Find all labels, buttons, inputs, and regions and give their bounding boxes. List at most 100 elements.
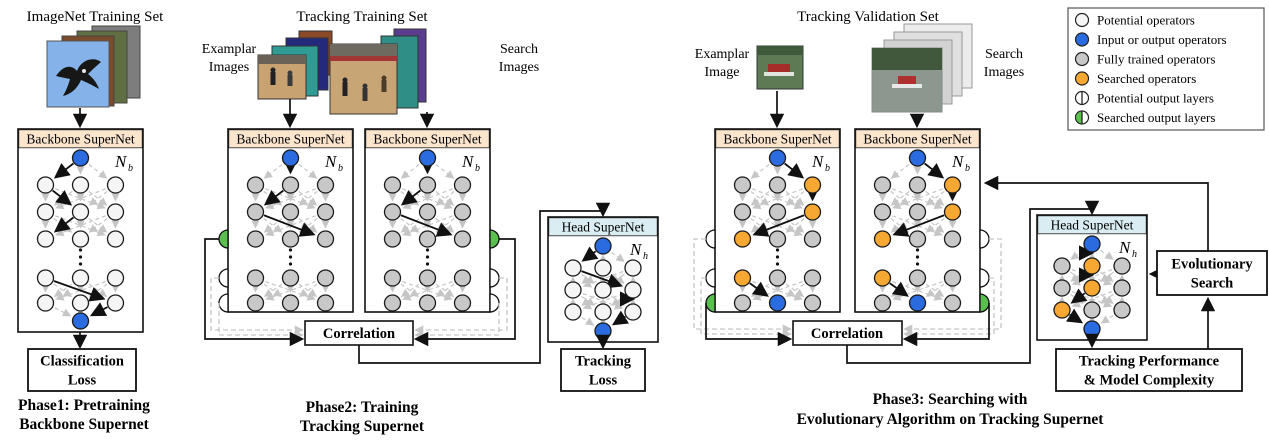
trained-operator-node: [733, 294, 752, 312]
trained-operator-node: [316, 203, 335, 221]
tree-band: [757, 46, 803, 55]
trained-operator-node: [768, 203, 787, 221]
dashed-feature-route: [693, 238, 792, 334]
trained-operator-node: [1053, 279, 1071, 297]
trained-operator-node: [803, 269, 822, 287]
trained-operator-node: [1113, 301, 1131, 319]
searched-operator-node: [873, 269, 892, 287]
selected-connection: [53, 162, 74, 179]
candidate-connection: [265, 215, 316, 237]
io-operator-node: [71, 312, 90, 330]
boat-figure: [898, 76, 916, 84]
trained-operator-node: [281, 203, 300, 221]
tracking-loss-label: Tracking: [575, 354, 632, 370]
potential-output-layer: [218, 268, 229, 288]
phase3-backbone-supernet-examplar-symbol: N: [811, 152, 825, 171]
dashed-feature-route: [700, 277, 792, 339]
phase3-backbone-supernet-examplar-symbol-sub: b: [825, 163, 830, 174]
selected-connection: [53, 216, 74, 233]
boat-wake: [892, 84, 922, 88]
trained-operator-node: [316, 176, 335, 194]
ellipsis-dot: [915, 255, 920, 259]
trained-operator-node: [1083, 301, 1101, 319]
searched-operator-node: [733, 230, 752, 248]
trained-operator-node: [733, 176, 752, 194]
ellipsis-dot: [425, 248, 430, 252]
phase3-examplar-image: [756, 45, 804, 90]
tracking-loss-box: [560, 348, 646, 392]
trained-operator-node: [281, 294, 300, 312]
phase2-search-label2: Images: [499, 60, 539, 75]
searched-operator-node: [1083, 279, 1101, 297]
phase1-backbone-supernet-symbol-sub: b: [128, 163, 133, 174]
trained-operator-node: [281, 269, 300, 287]
selected-connection: [924, 162, 945, 179]
court-banner: [330, 56, 397, 61]
phase1-title: ImageNet Training Set: [27, 9, 164, 25]
trained-operator-node: [246, 176, 265, 194]
candidate-connection: [1100, 293, 1114, 304]
candidate-connection: [750, 190, 770, 206]
legend-label: Searched output layers: [1097, 110, 1215, 125]
potential-operator-node: [624, 303, 642, 321]
candidate-connection: [88, 163, 108, 179]
candidate-connection: [925, 190, 945, 206]
potential-operator-node: [564, 281, 582, 299]
ellipsis-dot: [425, 262, 430, 266]
trained-operator-node: [733, 203, 752, 221]
trained-operator-node: [383, 203, 402, 221]
trained-operator-node: [453, 294, 472, 312]
selected-connection: [581, 270, 623, 289]
phase3-caption: Phase3: Searching with: [873, 391, 1028, 408]
evolutionary-search-label: Evolutionary: [1171, 257, 1253, 273]
selected-connection: [889, 281, 909, 297]
trained-operator-node: [418, 176, 437, 194]
candidate-connection: [54, 307, 72, 317]
trained-operator-node: [1113, 279, 1131, 297]
candidate-connection: [785, 217, 805, 233]
phase3-caption2: Evolutionary Algorithm on Tracking Super…: [797, 411, 1105, 428]
trained-operator-node: [943, 269, 962, 287]
trained-operator-node: [1113, 257, 1131, 275]
trained-operator-node: [908, 230, 927, 248]
selected-connection: [400, 214, 453, 237]
io-operator-node: [594, 322, 612, 340]
ellipsis-dot: [288, 248, 293, 252]
candidate-connection: [611, 295, 625, 306]
phase3-examplar-label2: Image: [705, 65, 740, 80]
phase3-examplar-label: Examplar: [695, 47, 750, 62]
selected-connection: [90, 302, 108, 317]
potential-operator-node: [71, 176, 90, 194]
candidate-connection: [581, 317, 595, 326]
trained-operator-node: [803, 230, 822, 248]
trained-operator-node: [908, 203, 927, 221]
correlation-to-head-line: [358, 202, 611, 364]
phase2-backbone-supernet-examplar-title: Backbone SuperNet: [236, 132, 345, 147]
phase2-correlation-label: Correlation: [323, 326, 395, 342]
phase3-backbone-supernet-search-title: Backbone SuperNet: [863, 132, 972, 147]
trained-operator-node: [316, 294, 335, 312]
candidate-connection: [785, 283, 805, 298]
candidate-connection: [435, 163, 455, 179]
evolutionary-search-label2: Search: [1191, 276, 1233, 292]
potential-operator-node: [594, 259, 612, 277]
player-figure: [287, 75, 293, 86]
phase2-search-images-stack: [329, 28, 427, 115]
io-operator-icon: [1074, 32, 1090, 47]
trained-operator-node: [246, 294, 265, 312]
selected-connection: [612, 310, 630, 326]
phase2-backbone-supernet-examplar-symbol-sub: b: [338, 163, 343, 174]
io-operator-node: [594, 237, 612, 255]
searched-operator-node: [1053, 301, 1071, 319]
phase3-search-label2: Images: [984, 65, 1024, 80]
searched-operator-node: [733, 269, 752, 287]
potential-operator-node: [106, 230, 125, 248]
phase3-head-supernet-title: Head SuperNet: [1051, 218, 1134, 233]
selected-connection: [784, 162, 805, 179]
